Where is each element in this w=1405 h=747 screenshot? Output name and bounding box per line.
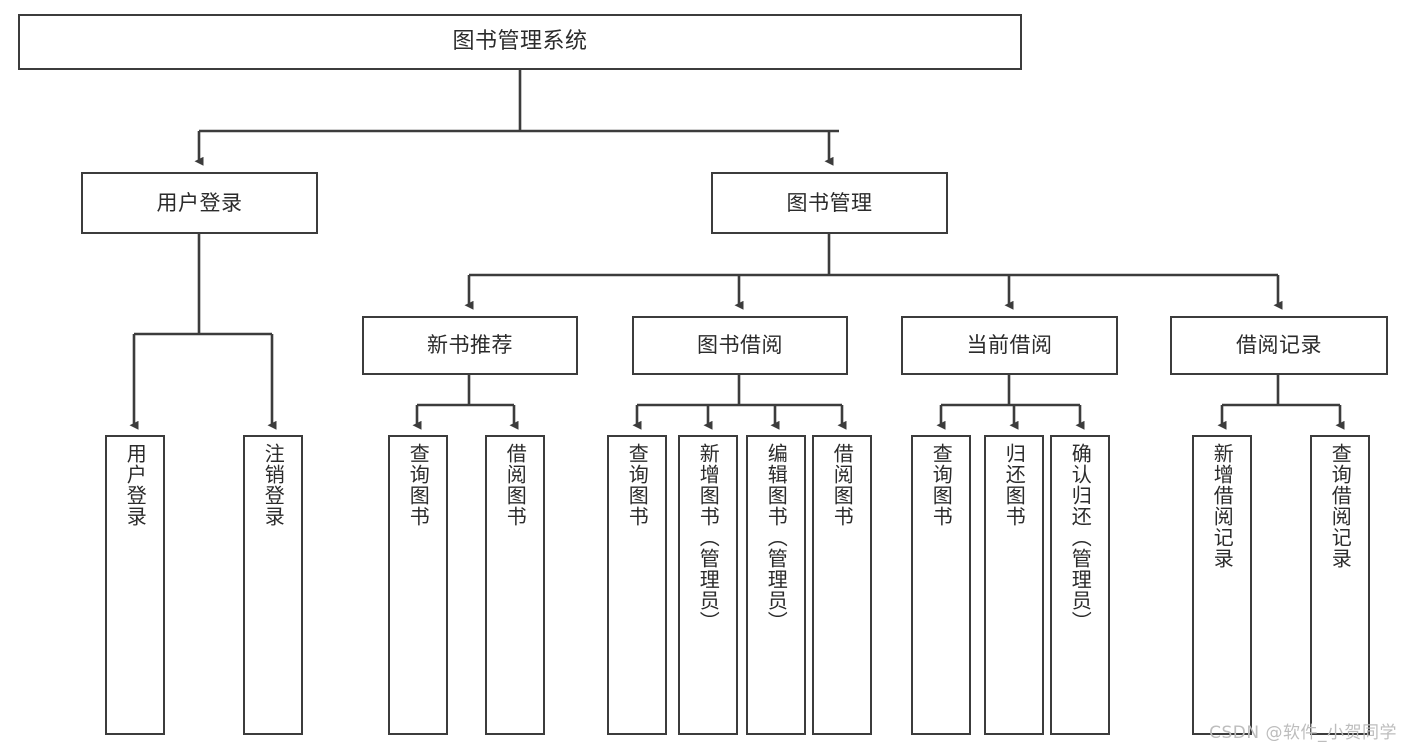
node-level3-book-borrow[interactable]: 图书借阅 [632, 316, 848, 375]
node-level3-borrow-record[interactable]: 借阅记录 [1170, 316, 1388, 375]
node-label: 查询图书 [929, 443, 954, 527]
leaf-node-confirm-return-admin[interactable]: 确认归还（管理员） [1050, 435, 1110, 735]
node-label: 借阅记录 [1236, 333, 1322, 358]
node-label: 当前借阅 [966, 333, 1053, 358]
node-label: 编辑图书（管理员） [764, 443, 789, 632]
node-label: 用户登录 [123, 443, 148, 527]
leaf-node-edit-book-admin[interactable]: 编辑图书（管理员） [746, 435, 806, 735]
node-label: 查询借阅记录 [1328, 443, 1353, 569]
node-level3-new-book-recommend[interactable]: 新书推荐 [362, 316, 578, 375]
leaf-node-add-borrow-record[interactable]: 新增借阅记录 [1192, 435, 1252, 735]
leaf-node-return-book[interactable]: 归还图书 [984, 435, 1044, 735]
node-label: 图书管理系统 [452, 29, 588, 55]
leaf-node-query-borrow-record[interactable]: 查询借阅记录 [1310, 435, 1370, 735]
node-level2-book-management[interactable]: 图书管理 [711, 172, 948, 234]
node-label: 图书借阅 [697, 333, 783, 358]
leaf-node-query-book-recommend[interactable]: 查询图书 [388, 435, 448, 735]
node-label: 借阅图书 [830, 443, 855, 527]
leaf-node-query-book-borrow[interactable]: 查询图书 [607, 435, 667, 735]
node-label: 新书推荐 [427, 333, 513, 358]
node-label: 查询图书 [406, 443, 431, 527]
node-label: 确认归还（管理员） [1068, 443, 1093, 632]
leaf-node-user-login[interactable]: 用户登录 [105, 435, 165, 735]
node-level3-current-borrow[interactable]: 当前借阅 [901, 316, 1118, 375]
node-label: 查询图书 [625, 443, 650, 527]
node-label: 新增图书（管理员） [696, 443, 721, 632]
node-label: 归还图书 [1002, 443, 1027, 527]
node-level2-user-login[interactable]: 用户登录 [81, 172, 318, 234]
leaf-node-borrow-book[interactable]: 借阅图书 [812, 435, 872, 735]
leaf-node-borrow-book-recommend[interactable]: 借阅图书 [485, 435, 545, 735]
node-label: 新增借阅记录 [1210, 443, 1235, 569]
leaf-node-add-book-admin[interactable]: 新增图书（管理员） [678, 435, 738, 735]
leaf-node-query-book-current[interactable]: 查询图书 [911, 435, 971, 735]
node-label: 注销登录 [261, 443, 286, 527]
watermark-text: CSDN @软件_小贺同学 [1209, 723, 1397, 743]
node-label: 用户登录 [156, 190, 243, 215]
node-label: 借阅图书 [503, 443, 528, 527]
node-root[interactable]: 图书管理系统 [18, 14, 1022, 70]
leaf-node-logout[interactable]: 注销登录 [243, 435, 303, 735]
node-label: 图书管理 [786, 190, 873, 215]
